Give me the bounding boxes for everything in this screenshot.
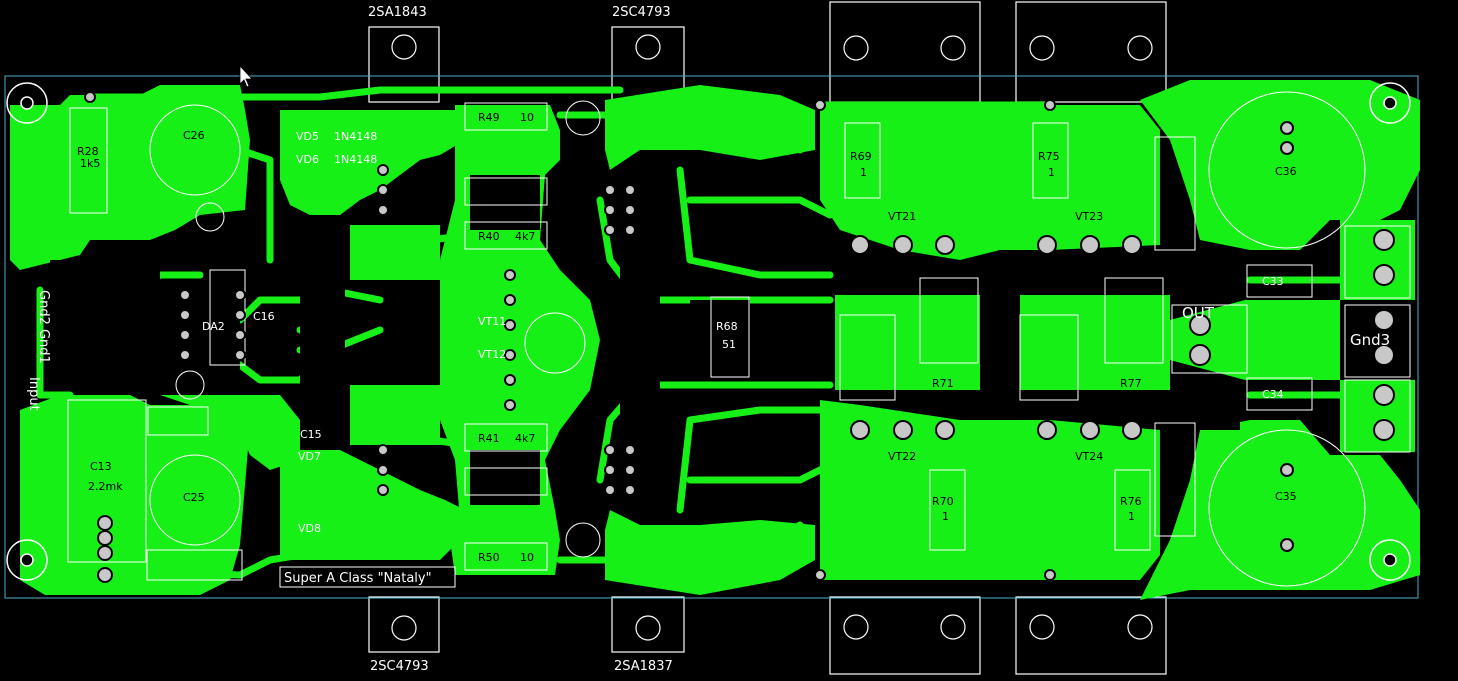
label-diode-part-1: 1N4148: [334, 130, 377, 143]
label-diode-part-2: 1N4148: [334, 153, 377, 166]
label-vt24: VT24: [1075, 450, 1103, 463]
label-r70: R70: [932, 495, 954, 508]
label-r69: R69: [850, 150, 872, 163]
label-r77: R77: [1120, 377, 1142, 390]
label-r68: R68: [716, 320, 738, 333]
label-r79-val: 0.33: [1162, 200, 1187, 213]
label-r41: R41: [478, 432, 500, 445]
label-r49: R49: [478, 111, 500, 124]
label-vd8: VD8: [298, 522, 321, 535]
connector-input: Input: [26, 377, 41, 411]
label-r52: R52: [478, 186, 500, 199]
label-r55-val: 5.1: [515, 476, 533, 489]
label-r40-val: 4k7: [515, 230, 535, 243]
label-c13: C13: [90, 460, 112, 473]
label-vd6: VD6: [296, 153, 319, 166]
label-c34: C34: [1262, 388, 1284, 401]
label-c16: C16: [253, 310, 275, 323]
connector-gnd3: Gnd3: [1350, 331, 1390, 349]
label-r41-val: 4k7: [515, 432, 535, 445]
label-vt11: VT11: [478, 315, 506, 328]
label-r78: R78: [1040, 282, 1062, 295]
connector-out: OUT: [1182, 304, 1215, 322]
copper-pours: [10, 80, 1420, 600]
label-c15: C15: [300, 428, 322, 441]
mouse-cursor-icon: [239, 64, 253, 88]
label-r82-val: 0.33: [1162, 485, 1187, 498]
label-r69-val: 1: [860, 166, 867, 179]
label-r75: R75: [1038, 150, 1060, 163]
transistor-label-bottom-left: 2SC4793: [370, 659, 429, 674]
mounting-holes: [6, 82, 1411, 581]
silk-title: Super A Class "Nataly": [284, 571, 432, 586]
transistor-label-top-left: 2SA1843: [368, 5, 427, 20]
label-r52-val: 5.1: [515, 186, 533, 199]
label-r50-val: 10: [520, 551, 534, 564]
label-r79: R79: [1160, 178, 1182, 191]
label-c13-val: 2.2mk: [88, 480, 123, 493]
label-r82: R82: [1160, 463, 1182, 476]
connector-gnd1-gnd2: Gnd2 Gnd1: [36, 290, 51, 364]
label-r50: R50: [478, 551, 500, 564]
label-r72: R72: [850, 282, 872, 295]
label-vt21: VT21: [888, 210, 916, 223]
label-c33: C33: [1262, 275, 1284, 288]
label-r28-val: 1k5: [80, 157, 100, 170]
label-c35: C35: [1275, 490, 1297, 503]
label-da2: DA2: [202, 320, 225, 333]
label-r55: R55: [478, 476, 500, 489]
label-r33-val: 1k5: [250, 502, 270, 515]
label-r49-val: 10: [520, 111, 534, 124]
label-r76: R76: [1120, 495, 1142, 508]
label-vt12: VT12: [478, 348, 506, 361]
label-r75-val: 1: [1048, 166, 1055, 179]
label-c26: C26: [183, 129, 205, 142]
label-vd7: VD7: [298, 450, 321, 463]
label-c36: C36: [1275, 165, 1297, 178]
label-r28: R28: [77, 145, 99, 158]
isolation-gaps: [50, 175, 1240, 505]
label-r40: R40: [478, 230, 500, 243]
transistor-outlines: [368, 1, 1167, 675]
label-r33: R33: [248, 488, 270, 501]
transistor-label-bottom-right: 2SA1837: [614, 659, 673, 674]
label-vd5: VD5: [296, 130, 319, 143]
label-r70-val: 1: [942, 510, 949, 523]
label-vt22: VT22: [888, 450, 916, 463]
label-r68-val: 51: [722, 338, 736, 351]
label-r76-val: 1: [1128, 510, 1135, 523]
label-r71: R71: [932, 377, 954, 390]
pads: [84, 91, 1395, 583]
label-c25: C25: [183, 491, 205, 504]
transistor-label-top-right: 2SC4793: [612, 5, 671, 20]
label-vt23: VT23: [1075, 210, 1103, 223]
silkscreen-outlines: [67, 91, 1411, 588]
board-outline: [4, 75, 1419, 599]
